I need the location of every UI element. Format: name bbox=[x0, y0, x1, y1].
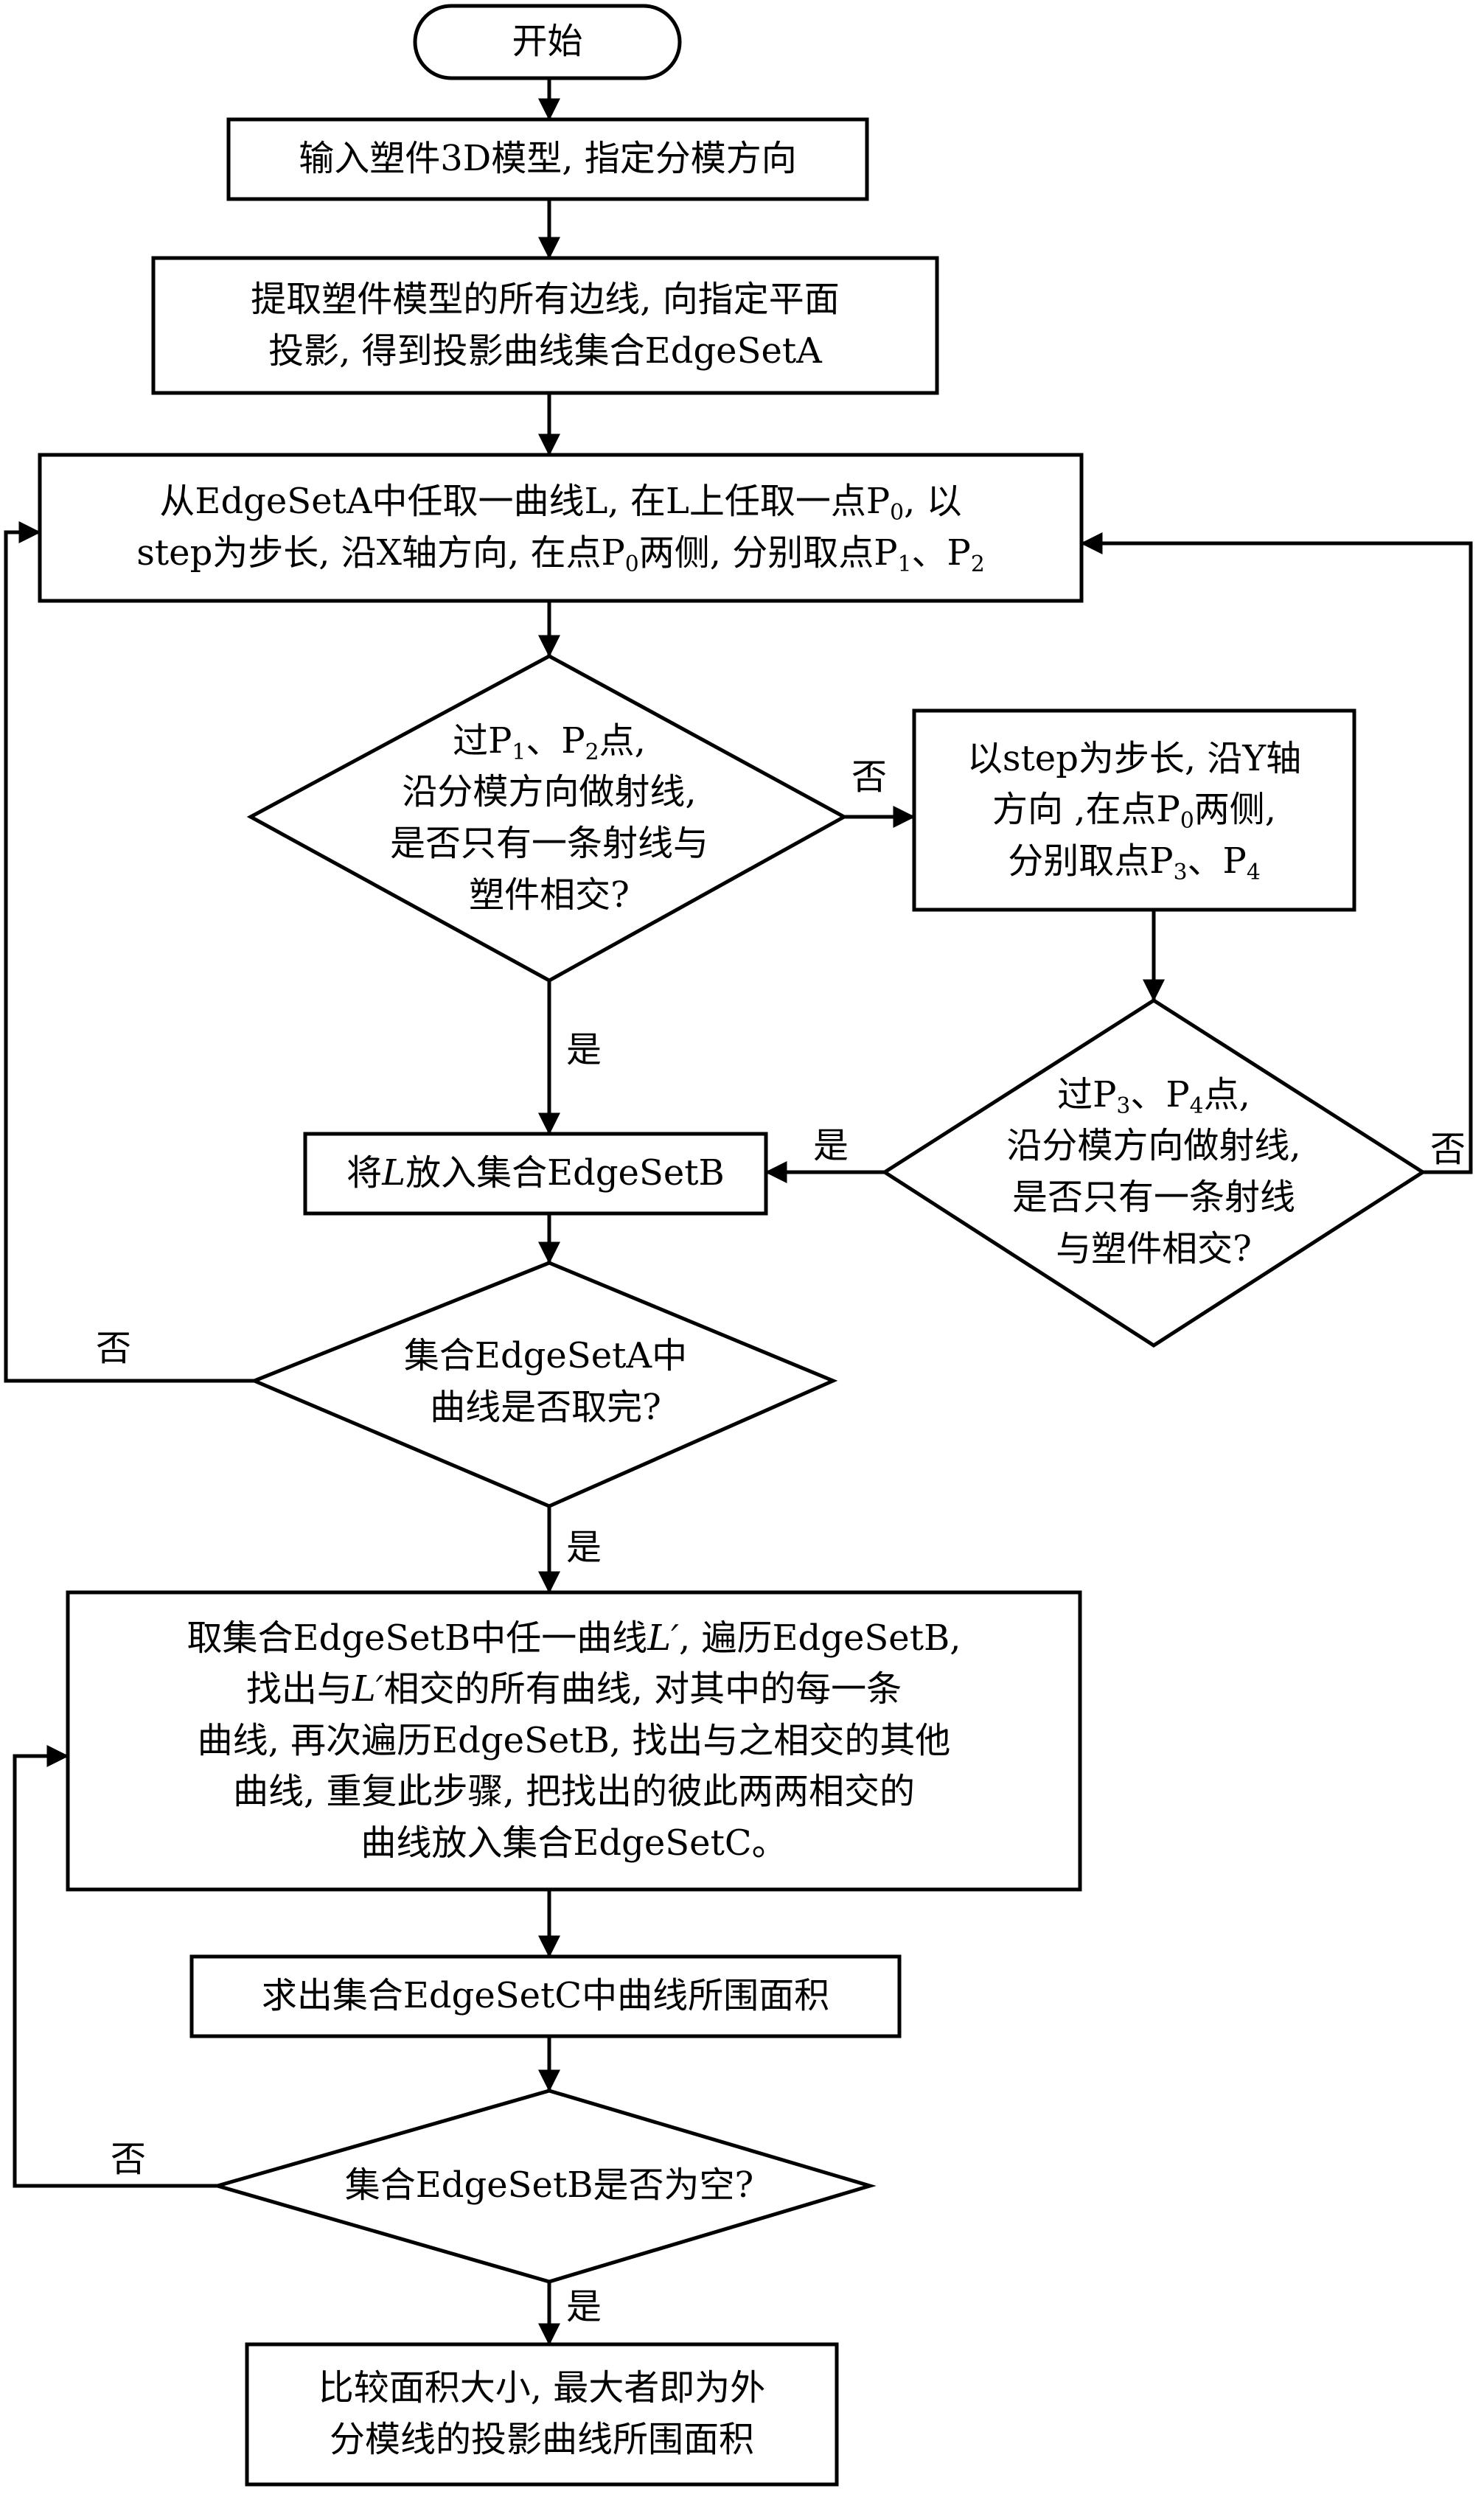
decision-x-diamond bbox=[246, 654, 849, 983]
compare-box bbox=[245, 2342, 839, 2487]
decision-empty-diamond bbox=[210, 2089, 877, 2284]
start-terminal bbox=[413, 4, 682, 80]
pick-y-box bbox=[912, 708, 1356, 912]
put-b-box bbox=[303, 1132, 768, 1216]
traverse-box bbox=[66, 1590, 1082, 1892]
label-yes-decision-y: 是 bbox=[813, 1125, 849, 1166]
decision-done-diamond bbox=[249, 1261, 838, 1508]
label-no-decision-done: 否 bbox=[96, 1328, 132, 1369]
pick-x-box bbox=[38, 453, 1084, 603]
arrow-decempty-loop-traverse bbox=[13, 1745, 217, 2188]
label-yes-decision-empty: 是 bbox=[566, 2286, 602, 2327]
area-box bbox=[189, 1954, 902, 2038]
extract-box bbox=[151, 256, 939, 395]
input-box bbox=[226, 117, 869, 201]
label-no-decision-y: 否 bbox=[1430, 1129, 1466, 1170]
label-no-decision-x: 否 bbox=[851, 756, 888, 798]
arrow-decdone-loop-pickx bbox=[4, 521, 254, 1383]
label-yes-decision-done: 是 bbox=[566, 1527, 602, 1568]
arrow-decy-loop-pickx bbox=[1080, 532, 1473, 1174]
label-no-decision-empty: 否 bbox=[111, 2139, 147, 2180]
decision-y-diamond bbox=[881, 998, 1426, 1348]
label-yes-decision-x: 是 bbox=[566, 1029, 602, 1070]
